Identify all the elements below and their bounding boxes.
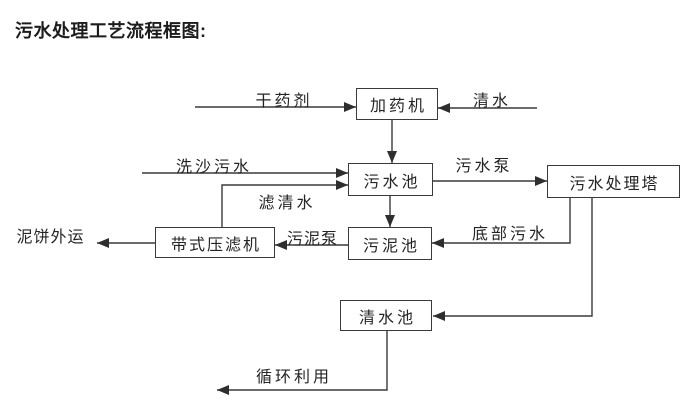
node-treatment-tower: 污水处理塔 (547, 165, 680, 198)
node-sewage-pool: 污水池 (348, 163, 433, 196)
label-recycle: 循环利用 (255, 369, 333, 386)
label-dry-agent: 干药剂 (255, 93, 313, 110)
label-sludge-pump: 污泥泵 (286, 231, 339, 248)
label-clean-water: 清水 (472, 93, 512, 110)
node-belt-filter-press: 带式压滤机 (155, 227, 275, 258)
label-mud-cake-out: 泥饼外运 (16, 229, 85, 246)
label-sewage-pump: 污水泵 (455, 158, 513, 175)
arrow-bottom-sewage-to-sludge-pool (432, 198, 571, 248)
label-filtered-water: 滤清水 (258, 195, 316, 212)
node-sludge-pool: 污泥池 (348, 227, 432, 260)
node-clean-water-pool: 清水池 (340, 300, 432, 331)
label-sand-wash-sewage: 洗沙污水 (175, 159, 253, 176)
label-bottom-sewage: 底部污水 (471, 226, 549, 243)
arrow-treatment-tower-to-clean-water-pool (433, 198, 593, 321)
arrow-clean-water-pool-to-recycle (217, 331, 388, 395)
diagram-title: 污水处理工艺流程框图: (15, 21, 207, 41)
node-dosing-machine: 加药机 (356, 88, 438, 120)
arrow-filtered-water-to-sewage-pool (221, 180, 348, 227)
